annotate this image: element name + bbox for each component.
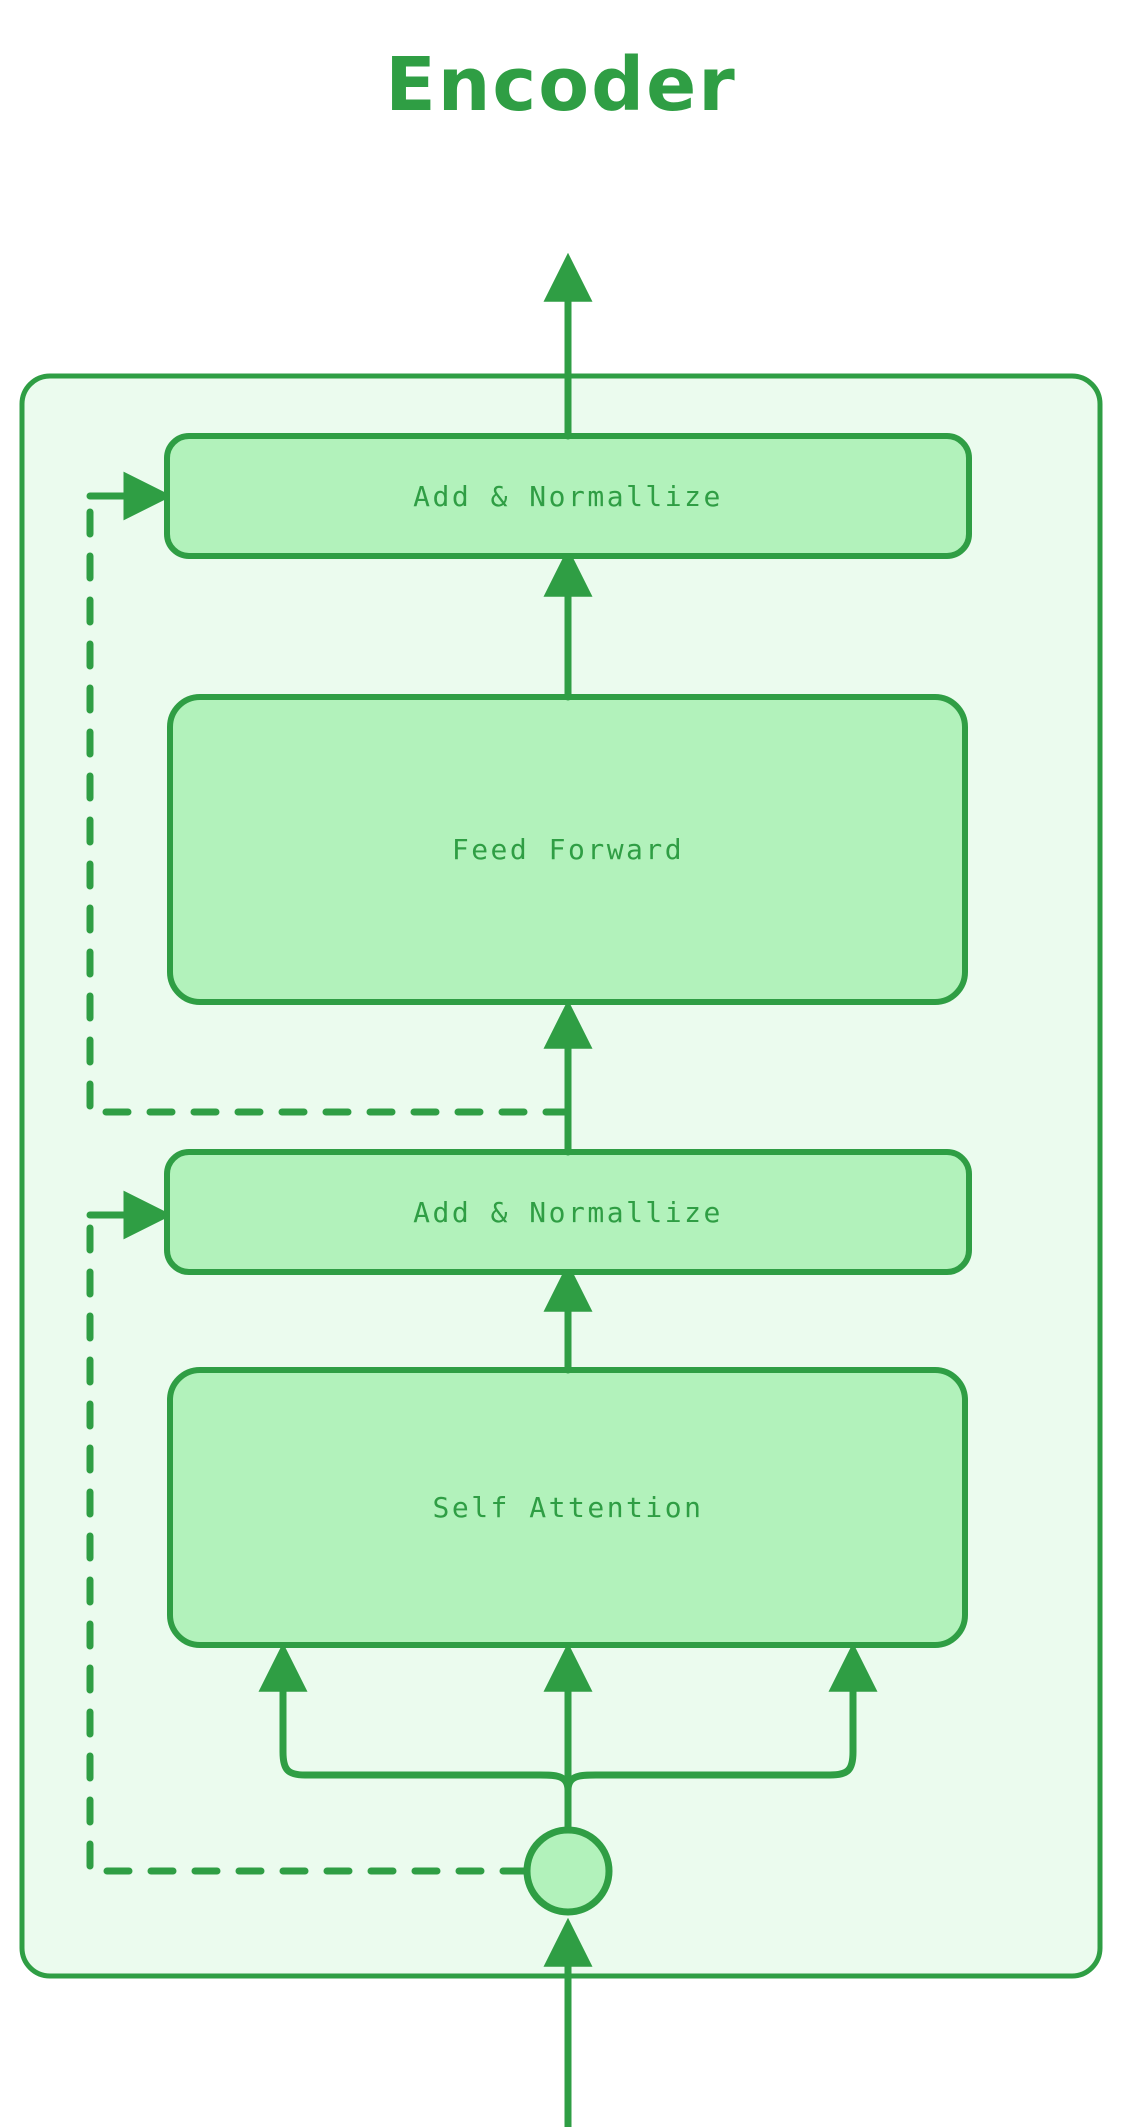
node-add-normalize-bottom-label: Add & Normallize xyxy=(413,1196,723,1229)
node-feed-forward-label: Feed Forward xyxy=(452,833,684,866)
node-input-junction[interactable] xyxy=(523,1826,613,1916)
edge-residual-top-dashed xyxy=(86,492,572,1116)
edge-residual-bottom-dashed xyxy=(86,1211,529,1875)
node-add-normalize-top-label: Add & Normallize xyxy=(413,480,723,513)
edge-junction-to-attention-right xyxy=(564,1642,878,1794)
page-title: Encoder xyxy=(385,42,737,128)
node-self-attention-label: Self Attention xyxy=(432,1491,703,1524)
edge-junction-to-attention-left xyxy=(258,1642,572,1794)
